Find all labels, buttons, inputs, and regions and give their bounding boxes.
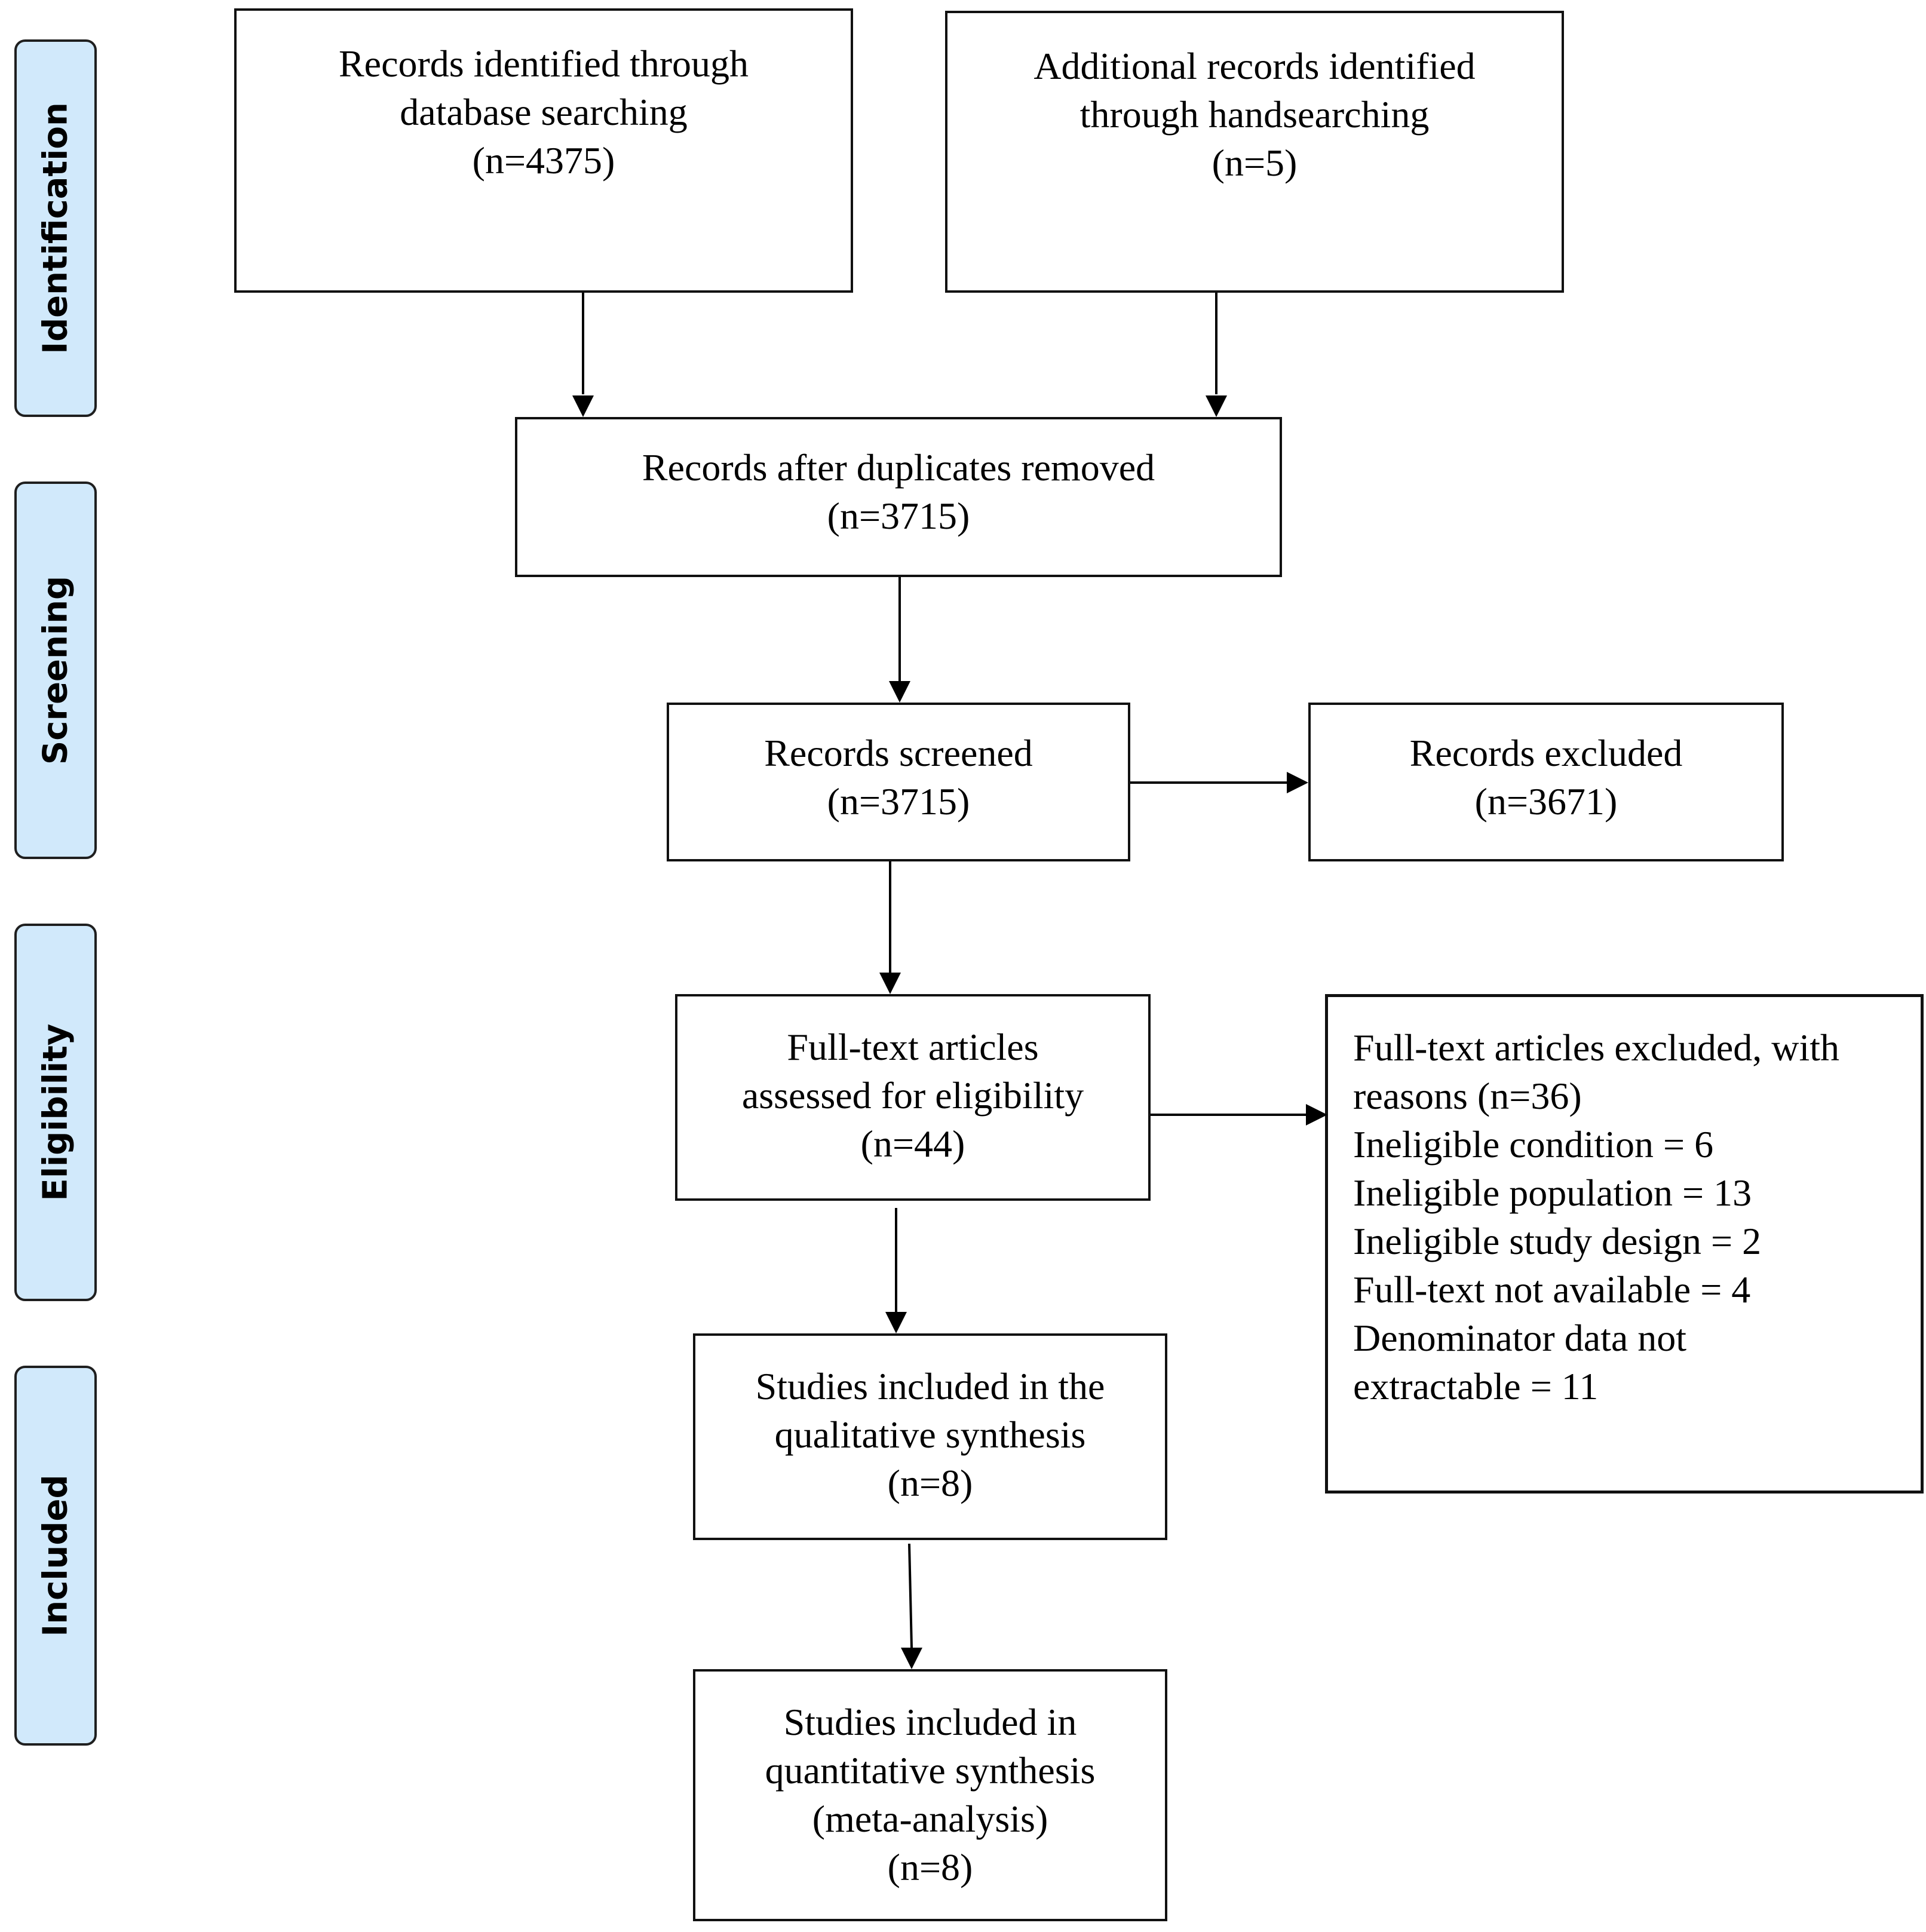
fulltext-excluded-line-2: reasons (n=36) [1353,1075,1582,1117]
duplicates-removed-box: Records after duplicates removed (n=3715… [515,417,1282,577]
ineligible-study-design-line: Ineligible study design = 2 [1353,1220,1762,1262]
qualitative-synthesis-count: (n=8) [887,1462,973,1504]
records-excluded-box: Records excluded (n=3671) [1308,703,1784,861]
ineligible-population-line: Ineligible population = 13 [1353,1172,1752,1214]
handsearch-records-count: (n=5) [1212,142,1298,184]
arrowhead-handsearch-to-duplicates [1206,395,1227,417]
database-records-line-2: database searching [400,91,688,133]
quantitative-synthesis-line-2: quantitative synthesis [765,1749,1096,1792]
arrowhead-qualitative-to-quantitative [901,1648,922,1669]
records-screened-line-1: Records screened [764,732,1033,774]
fulltext-excluded-box: Full-text articles excluded, with reason… [1325,994,1924,1494]
records-screened-count: (n=3715) [827,780,970,823]
arrowhead-database-to-duplicates [572,395,594,417]
handsearch-records-box: Additional records identified through ha… [945,11,1564,293]
arrow-qualitative-to-quantitative [908,1543,913,1648]
records-screened-box: Records screened (n=3715) [667,703,1130,861]
qualitative-synthesis-box: Studies included in the qualitative synt… [693,1333,1167,1540]
duplicates-removed-line-1: Records after duplicates removed [642,446,1155,489]
fulltext-excluded-line-1: Full-text articles excluded, with [1353,1026,1839,1069]
database-records-count: (n=4375) [472,139,615,182]
records-excluded-count: (n=3671) [1474,780,1618,823]
handsearch-records-line-1: Additional records identified [1033,45,1476,87]
arrowhead-screened-to-excluded [1287,772,1308,793]
quantitative-synthesis-line-1: Studies included in [783,1701,1077,1743]
ineligible-condition-line: Ineligible condition = 6 [1353,1123,1714,1166]
quantitative-synthesis-box: Studies included in quantitative synthes… [693,1669,1167,1921]
fulltext-assessed-line-1: Full-text articles [787,1026,1039,1068]
arrowhead-duplicates-to-screened [889,681,910,703]
stage-identification: Identification [14,39,97,417]
quantitative-synthesis-count: (n=8) [887,1846,973,1888]
quantitative-synthesis-line-3: (meta-analysis) [812,1798,1048,1840]
records-excluded-line-1: Records excluded [1409,732,1683,774]
arrowhead-fulltext-to-excluded [1306,1104,1327,1126]
fulltext-assessed-count: (n=44) [860,1123,965,1165]
stage-screening: Screening [14,482,97,859]
database-records-box: Records identified through database sear… [234,8,853,293]
handsearch-records-line-2: through handsearching [1079,93,1430,136]
fulltext-assessed-line-2: assessed for eligibility [741,1074,1084,1117]
duplicates-removed-count: (n=3715) [827,495,970,537]
denominator-data-line-2: extractable = 11 [1353,1365,1599,1407]
qualitative-synthesis-line-1: Studies included in the [755,1365,1105,1407]
stage-included: Included [14,1366,97,1746]
fulltext-not-available-line: Full-text not available = 4 [1353,1268,1751,1311]
denominator-data-line-1: Denominator data not [1353,1317,1687,1359]
arrowhead-screened-to-fulltext [879,973,901,994]
arrowhead-fulltext-to-qualitative [885,1312,907,1333]
database-records-line-1: Records identified through [338,42,749,85]
fulltext-assessed-box: Full-text articles assessed for eligibil… [675,994,1151,1201]
stage-eligibility: Eligibility [14,924,97,1301]
qualitative-synthesis-line-2: qualitative synthesis [774,1413,1086,1456]
